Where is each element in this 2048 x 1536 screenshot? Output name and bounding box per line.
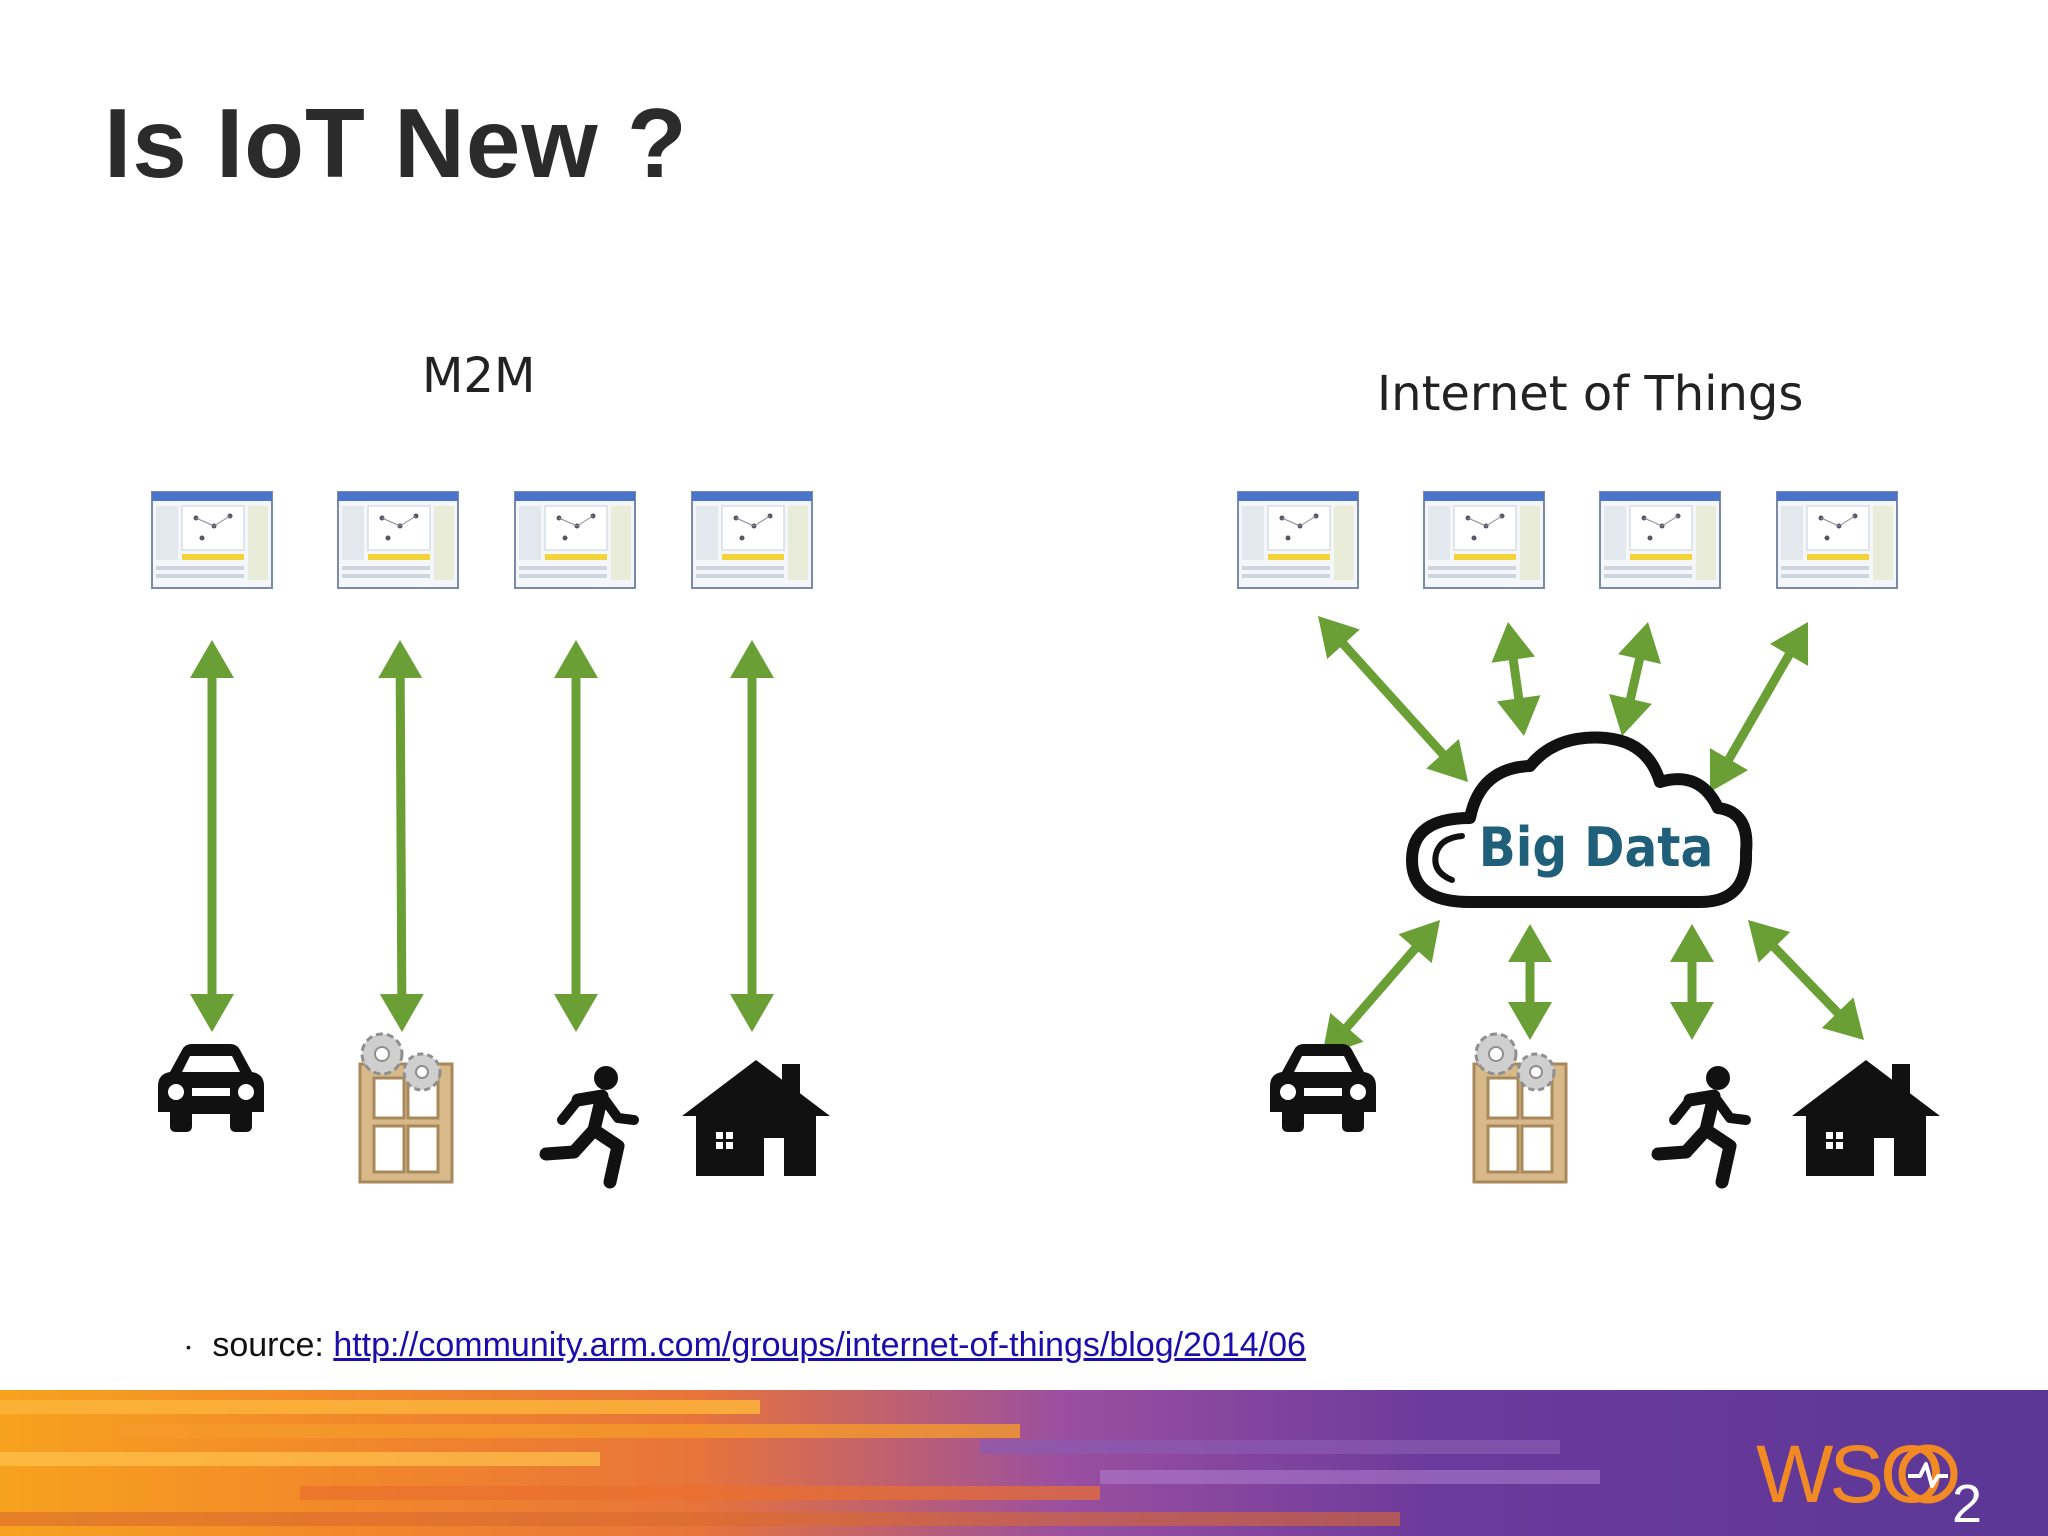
arrow-head (1426, 739, 1468, 782)
m2m-factory-door-icon (358, 1032, 454, 1184)
arrow-head (730, 640, 774, 678)
arrow-head (1508, 924, 1552, 962)
arrow-head (1769, 622, 1809, 666)
arrow-head (730, 994, 774, 1032)
logo-subscript: 2 (1952, 1474, 1982, 1528)
arrow-head (1491, 622, 1536, 663)
cloud-icon: Big Data (1406, 731, 1753, 908)
source-link[interactable]: http://community.arm.com/groups/internet… (333, 1326, 1306, 1364)
arrow-shaft (1341, 942, 1421, 1034)
m2m-house-icon (682, 1060, 830, 1176)
arrow-head (379, 993, 424, 1032)
iot-screen-1 (1237, 491, 1359, 589)
arrow-head (1318, 616, 1360, 659)
slide-title: Is IoT New ? (104, 88, 688, 198)
arrow-shaft (1768, 941, 1844, 1019)
footer-stripe (0, 1452, 600, 1466)
cloud-label: Big Data (1479, 816, 1713, 879)
arrow-shaft (1723, 649, 1795, 765)
iot-car-icon (1270, 1044, 1376, 1132)
iot-screen-2 (1423, 491, 1545, 589)
footer-band (0, 1390, 2048, 1536)
footer-stripe (300, 1486, 1100, 1500)
arrow-head (1670, 924, 1714, 962)
iot-screen-4 (1776, 491, 1898, 589)
arrow-head (1618, 622, 1661, 664)
arrow-head (554, 640, 598, 678)
pulse-icon (1908, 1462, 1948, 1488)
footer-stripe (120, 1424, 1020, 1438)
arrow-shaft (395, 674, 407, 998)
m2m-label: M2M (422, 348, 536, 404)
iot-runner-icon (1658, 1066, 1746, 1182)
iot-factory-door-icon (1472, 1032, 1568, 1184)
arrow-shaft (1337, 638, 1449, 760)
arrow-head (1398, 920, 1440, 964)
arrow-head (1748, 920, 1791, 963)
arrows-group (190, 616, 1864, 1056)
arrow-head (1821, 997, 1864, 1040)
source-citation: • source: http://community.arm.com/group… (186, 1326, 1306, 1365)
arrow-head (1508, 1002, 1552, 1040)
iot-label: Internet of Things (1377, 366, 1804, 422)
arrow-head (1496, 695, 1541, 736)
arrow-head (554, 994, 598, 1032)
m2m-screen-4 (691, 491, 813, 589)
footer-stripe (0, 1400, 760, 1414)
arrow-shaft (1508, 655, 1524, 703)
arrow-head (378, 640, 423, 679)
m2m-screen-3 (514, 491, 636, 589)
m2m-screen-1 (151, 491, 273, 589)
footer-stripe (980, 1440, 1560, 1454)
footer-stripe (0, 1512, 1400, 1526)
iot-screen-3 (1599, 491, 1721, 589)
arrow-head (1709, 748, 1749, 792)
arrow-head (1609, 694, 1652, 736)
iot-house-icon (1792, 1060, 1940, 1176)
m2m-car-icon (158, 1044, 264, 1132)
arrow-head (190, 640, 234, 678)
m2m-screen-2 (337, 491, 459, 589)
logo-circle-icon (1898, 1444, 1958, 1504)
arrow-head (1670, 1002, 1714, 1040)
source-prefix: source: (212, 1326, 324, 1364)
m2m-runner-icon (546, 1066, 634, 1182)
wso2-logo: WSO 2 (1756, 1429, 1982, 1528)
arrow-head (190, 994, 234, 1032)
bullet-dot: • (186, 1339, 191, 1356)
arrow-shaft (1625, 654, 1645, 704)
iot-diagram: Big Data (151, 491, 1940, 1320)
footer-stripe (1100, 1470, 1600, 1484)
